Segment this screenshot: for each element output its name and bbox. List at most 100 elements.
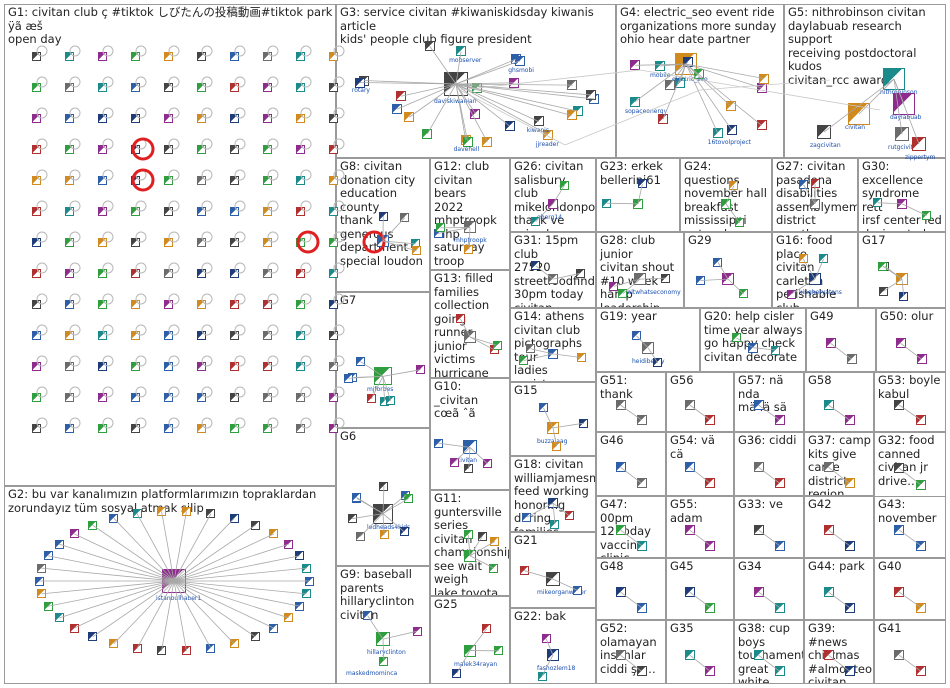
g14-node[interactable] (519, 355, 529, 365)
g2-node[interactable] (302, 563, 312, 573)
g6-node[interactable] (399, 527, 409, 537)
g1-node[interactable] (262, 51, 272, 61)
g51-node[interactable] (615, 400, 626, 410)
g27-node[interactable] (799, 180, 808, 190)
g8-node[interactable] (412, 246, 422, 256)
g47-node[interactable] (615, 525, 626, 536)
g39-node[interactable] (823, 650, 834, 661)
g1-node[interactable] (64, 175, 74, 185)
g4-node[interactable] (655, 60, 666, 71)
g8-hub-node[interactable] (377, 235, 389, 248)
g34-node[interactable] (753, 587, 764, 598)
g2-node[interactable] (302, 589, 312, 599)
g10-node[interactable] (433, 438, 443, 448)
g22-hub-node[interactable] (547, 649, 559, 662)
g27-hub-node[interactable] (810, 198, 820, 209)
g4-node[interactable] (756, 83, 767, 94)
g45-node[interactable] (684, 587, 695, 598)
g1-node[interactable] (163, 144, 173, 154)
g1-node[interactable] (31, 51, 41, 61)
g1-node[interactable] (97, 113, 107, 123)
g1-node[interactable] (64, 299, 74, 309)
g1-node[interactable] (328, 423, 338, 433)
g50-node[interactable] (895, 338, 906, 349)
g7-node[interactable] (386, 396, 396, 406)
g2-node[interactable] (206, 643, 216, 653)
g1-node[interactable] (130, 206, 140, 216)
g8-node[interactable] (378, 211, 388, 221)
g33-node[interactable] (753, 525, 764, 536)
g2-node[interactable] (88, 520, 98, 530)
g1-node[interactable] (64, 113, 74, 123)
g1-node[interactable] (262, 299, 272, 309)
g26-node[interactable] (560, 180, 570, 190)
g17-node[interactable] (878, 261, 888, 271)
g1-node[interactable] (328, 51, 338, 61)
g1-node[interactable] (328, 299, 338, 309)
g37-node[interactable] (823, 462, 834, 473)
g1-node[interactable] (295, 299, 305, 309)
g3-node[interactable] (424, 41, 435, 52)
g17-node[interactable] (879, 286, 889, 296)
g1-node[interactable] (31, 299, 41, 309)
g1-node[interactable] (262, 330, 272, 340)
g28-node[interactable] (660, 273, 670, 283)
g35-node[interactable] (705, 666, 716, 677)
g52-node[interactable] (636, 666, 647, 677)
g15-hub-node[interactable] (547, 421, 559, 434)
g3-node[interactable] (422, 128, 433, 139)
g1-node[interactable] (196, 268, 206, 278)
g1-node[interactable] (64, 330, 74, 340)
g1-node[interactable] (163, 423, 173, 433)
g2-node[interactable] (284, 613, 294, 623)
g51-node[interactable] (636, 415, 647, 425)
g2-node[interactable] (229, 639, 239, 649)
g38-node[interactable] (753, 650, 764, 661)
g58-node[interactable] (844, 415, 855, 425)
g19-node[interactable] (631, 331, 641, 341)
g27-node[interactable] (810, 179, 820, 189)
g10-node[interactable] (464, 464, 474, 474)
g35-node[interactable] (684, 650, 695, 661)
g13-node[interactable] (455, 314, 465, 324)
g11-node[interactable] (489, 563, 499, 573)
g1-node[interactable] (295, 392, 305, 402)
g1-node[interactable] (328, 144, 338, 154)
g55-node[interactable] (705, 540, 716, 551)
g1-node[interactable] (328, 361, 338, 371)
g1-node[interactable] (262, 361, 272, 371)
g1-node[interactable] (229, 330, 239, 340)
g1-node[interactable] (262, 144, 272, 154)
g4-node[interactable] (725, 101, 736, 112)
g56-node[interactable] (705, 415, 716, 425)
g1-node[interactable] (196, 237, 206, 247)
g1-node[interactable] (97, 237, 107, 247)
g1-node[interactable] (31, 330, 41, 340)
g1-node[interactable] (163, 392, 173, 402)
g1-node[interactable] (31, 268, 41, 278)
g36-node[interactable] (774, 478, 785, 489)
g15-node[interactable] (552, 441, 562, 451)
g1-node[interactable] (295, 175, 305, 185)
g1-node[interactable] (163, 51, 173, 61)
g30-node[interactable] (873, 198, 883, 208)
g43-node[interactable] (894, 525, 905, 536)
g1-node[interactable] (130, 330, 140, 340)
g1-node[interactable] (163, 206, 173, 216)
g1-node[interactable] (196, 175, 206, 185)
g26-hub-node[interactable] (548, 198, 558, 209)
g1-node[interactable] (229, 237, 239, 247)
g25-hub-node[interactable] (464, 644, 476, 657)
g2-node[interactable] (43, 601, 53, 611)
g1-node[interactable] (163, 268, 173, 278)
g26-node[interactable] (531, 217, 541, 227)
g5-node[interactable] (817, 125, 831, 139)
g1-node[interactable] (163, 82, 173, 92)
g1-node[interactable] (163, 237, 173, 247)
g2-node[interactable] (132, 509, 142, 519)
g3-node[interactable] (470, 108, 481, 119)
g3-node[interactable] (482, 137, 493, 147)
g1-node[interactable] (64, 423, 74, 433)
g1-node[interactable] (295, 82, 305, 92)
g1-node[interactable] (262, 113, 272, 123)
